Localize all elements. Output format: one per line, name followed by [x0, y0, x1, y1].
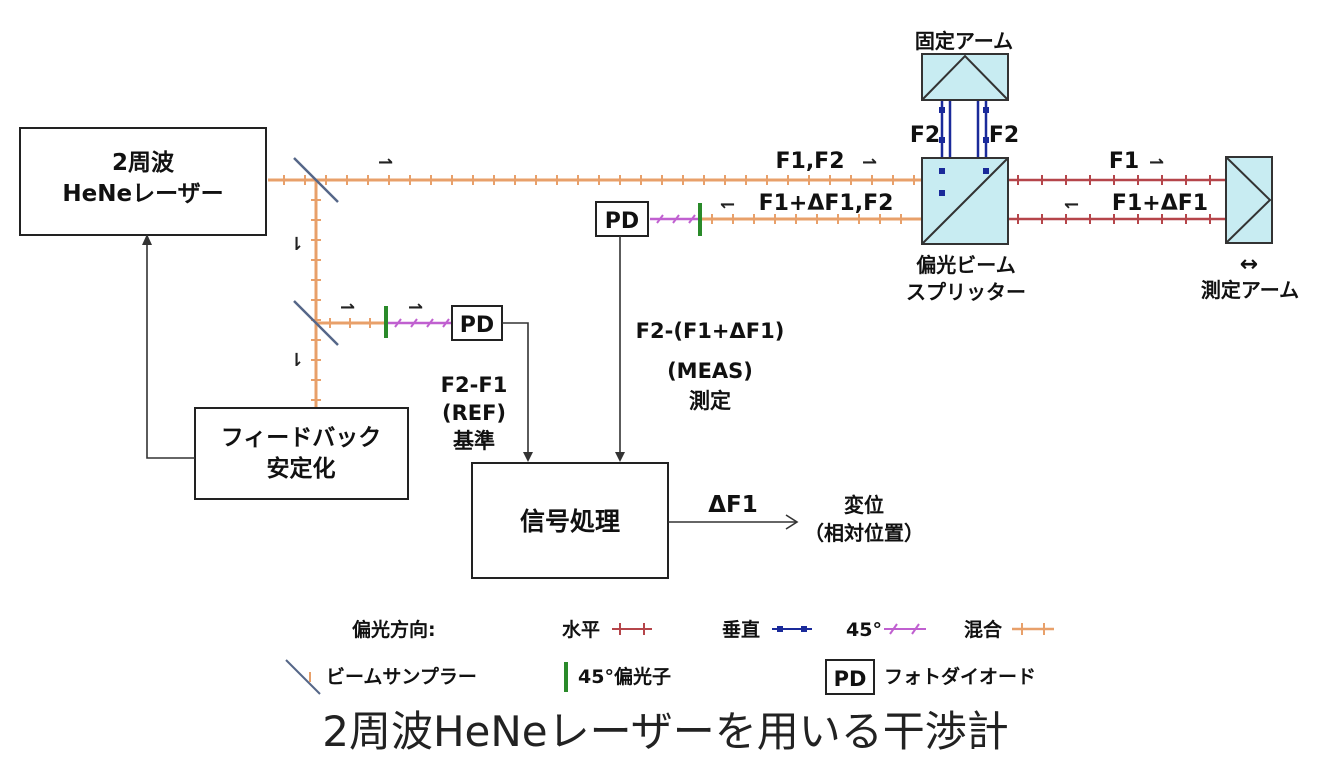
signal-processing-box: 信号処理: [471, 462, 669, 579]
laser-label-line1: 2周波: [112, 150, 175, 176]
displacement-label-line1: 変位: [844, 493, 884, 517]
beam-sampler-2: [293, 300, 339, 346]
laser-box: 2周波 HeNeレーザー: [19, 127, 267, 236]
legend-mixed-swatch: [1012, 623, 1054, 635]
displacement-label-line2: （相対位置）: [804, 521, 924, 545]
f1-plus-df1-f2-label: F1+ΔF1,F2: [759, 191, 894, 216]
pbs-label-line2: スプリッター: [906, 280, 1026, 304]
beam-tick: [983, 137, 989, 143]
meas-label-line3: 測定: [689, 389, 731, 413]
measuring-arm-prism: [1225, 156, 1273, 244]
diagram-caption: 2周波HeNeレーザーを用いる干渉計: [322, 707, 1009, 756]
wire-feedback: [142, 234, 195, 459]
beam-tick: [426, 318, 434, 328]
f1-plus-df1-label: F1+ΔF1: [1112, 191, 1208, 216]
ref-label-line3: 基準: [453, 429, 495, 453]
fixed-arm-label: 固定アーム: [915, 29, 1013, 53]
meas-label-line1: F2-(F1+ΔF1): [636, 319, 785, 343]
beam-tick: [394, 318, 402, 328]
svg-text:⇀: ⇀: [408, 297, 423, 318]
legend-pd-icon: PD: [825, 659, 875, 695]
fixed-arm-prism: [921, 53, 1009, 101]
legend-vertical-label: 垂直: [722, 618, 760, 641]
svg-text:⇀: ⇀: [862, 152, 877, 173]
wire-ref: [502, 322, 533, 462]
f2-right-label: F2: [989, 123, 1019, 148]
svg-text:⇀: ⇀: [340, 297, 355, 318]
pbs-label-line1: 偏光ビーム: [916, 253, 1015, 277]
pd-ref: PD: [451, 305, 503, 341]
svg-text:⇂: ⇂: [289, 234, 304, 255]
laser-label-line2: HeNeレーザー: [62, 181, 223, 207]
legend-polarization-title: 偏光方向:: [352, 618, 436, 641]
legend-horizontal-label: 水平: [562, 619, 600, 641]
f1-label: F1: [1109, 149, 1139, 174]
f1f2-label: F1,F2: [775, 149, 844, 174]
meas-arm-arrow-icon: ↔: [1240, 252, 1258, 277]
feedback-label-line1: フィードバック: [221, 425, 382, 451]
svg-text:↽: ↽: [720, 194, 735, 215]
meas-label-line2: (MEAS): [667, 359, 753, 383]
svg-text:⇀: ⇀: [1149, 152, 1164, 173]
beam-tick: [672, 214, 680, 224]
beam-tick: [939, 107, 945, 113]
polarizing-beam-splitter: [921, 157, 1009, 245]
legend-45-swatch: [884, 623, 926, 635]
legend-photodiode-label: フォトダイオード: [884, 665, 1036, 688]
legend-vertical-swatch: [772, 626, 812, 632]
pd-meas: PD: [595, 201, 649, 237]
svg-text:⇂: ⇂: [289, 350, 304, 371]
wire-meas: [615, 236, 625, 462]
f2-left-label: F2: [910, 123, 940, 148]
vertical-beam-dots: [939, 168, 989, 196]
legend-polarizer-label: 45°偏光子: [578, 665, 671, 688]
legend-45-label: 45°: [846, 619, 882, 641]
legend-pd-box-label: PD: [834, 667, 867, 691]
beam-tick: [442, 318, 450, 328]
meas-arm-label: 測定アーム: [1201, 278, 1299, 302]
legend-sampler-label: ビームサンプラー: [326, 665, 477, 688]
svg-text:↽: ↽: [1064, 194, 1079, 215]
ref-label-line2: (REF): [442, 401, 506, 425]
ref-label-line1: F2-F1: [441, 373, 508, 397]
svg-text:⇀: ⇀: [378, 152, 393, 173]
beam-sampler-1: [293, 157, 339, 203]
beam-tick: [939, 137, 945, 143]
pd-ref-label: PD: [460, 313, 494, 338]
beam-direction-arrows: ⇀ ⇀ ⇀ ↽ ↽ ⇀ ⇀ ⇂ ⇂: [289, 152, 1164, 371]
legend-sampler-icon: [285, 659, 321, 695]
wire-output: [668, 514, 799, 530]
df1-label: ΔF1: [708, 492, 758, 518]
beam-ticks: [283, 75, 1211, 401]
beam-tick: [410, 318, 418, 328]
pd-meas-label: PD: [605, 209, 639, 234]
feedback-label-line2: 安定化: [267, 455, 336, 482]
legend: 偏光方向: 水平 垂直 45° 混合 ビームサンプラー: [285, 618, 1054, 695]
beam-tick: [688, 214, 696, 224]
beam-tick: [656, 214, 664, 224]
legend-mixed-label: 混合: [964, 618, 1003, 641]
legend-horizontal-swatch: [612, 623, 652, 635]
feedback-box: フィードバック 安定化: [194, 407, 409, 500]
signal-processing-label: 信号処理: [520, 507, 620, 536]
beam-tick: [983, 107, 989, 113]
